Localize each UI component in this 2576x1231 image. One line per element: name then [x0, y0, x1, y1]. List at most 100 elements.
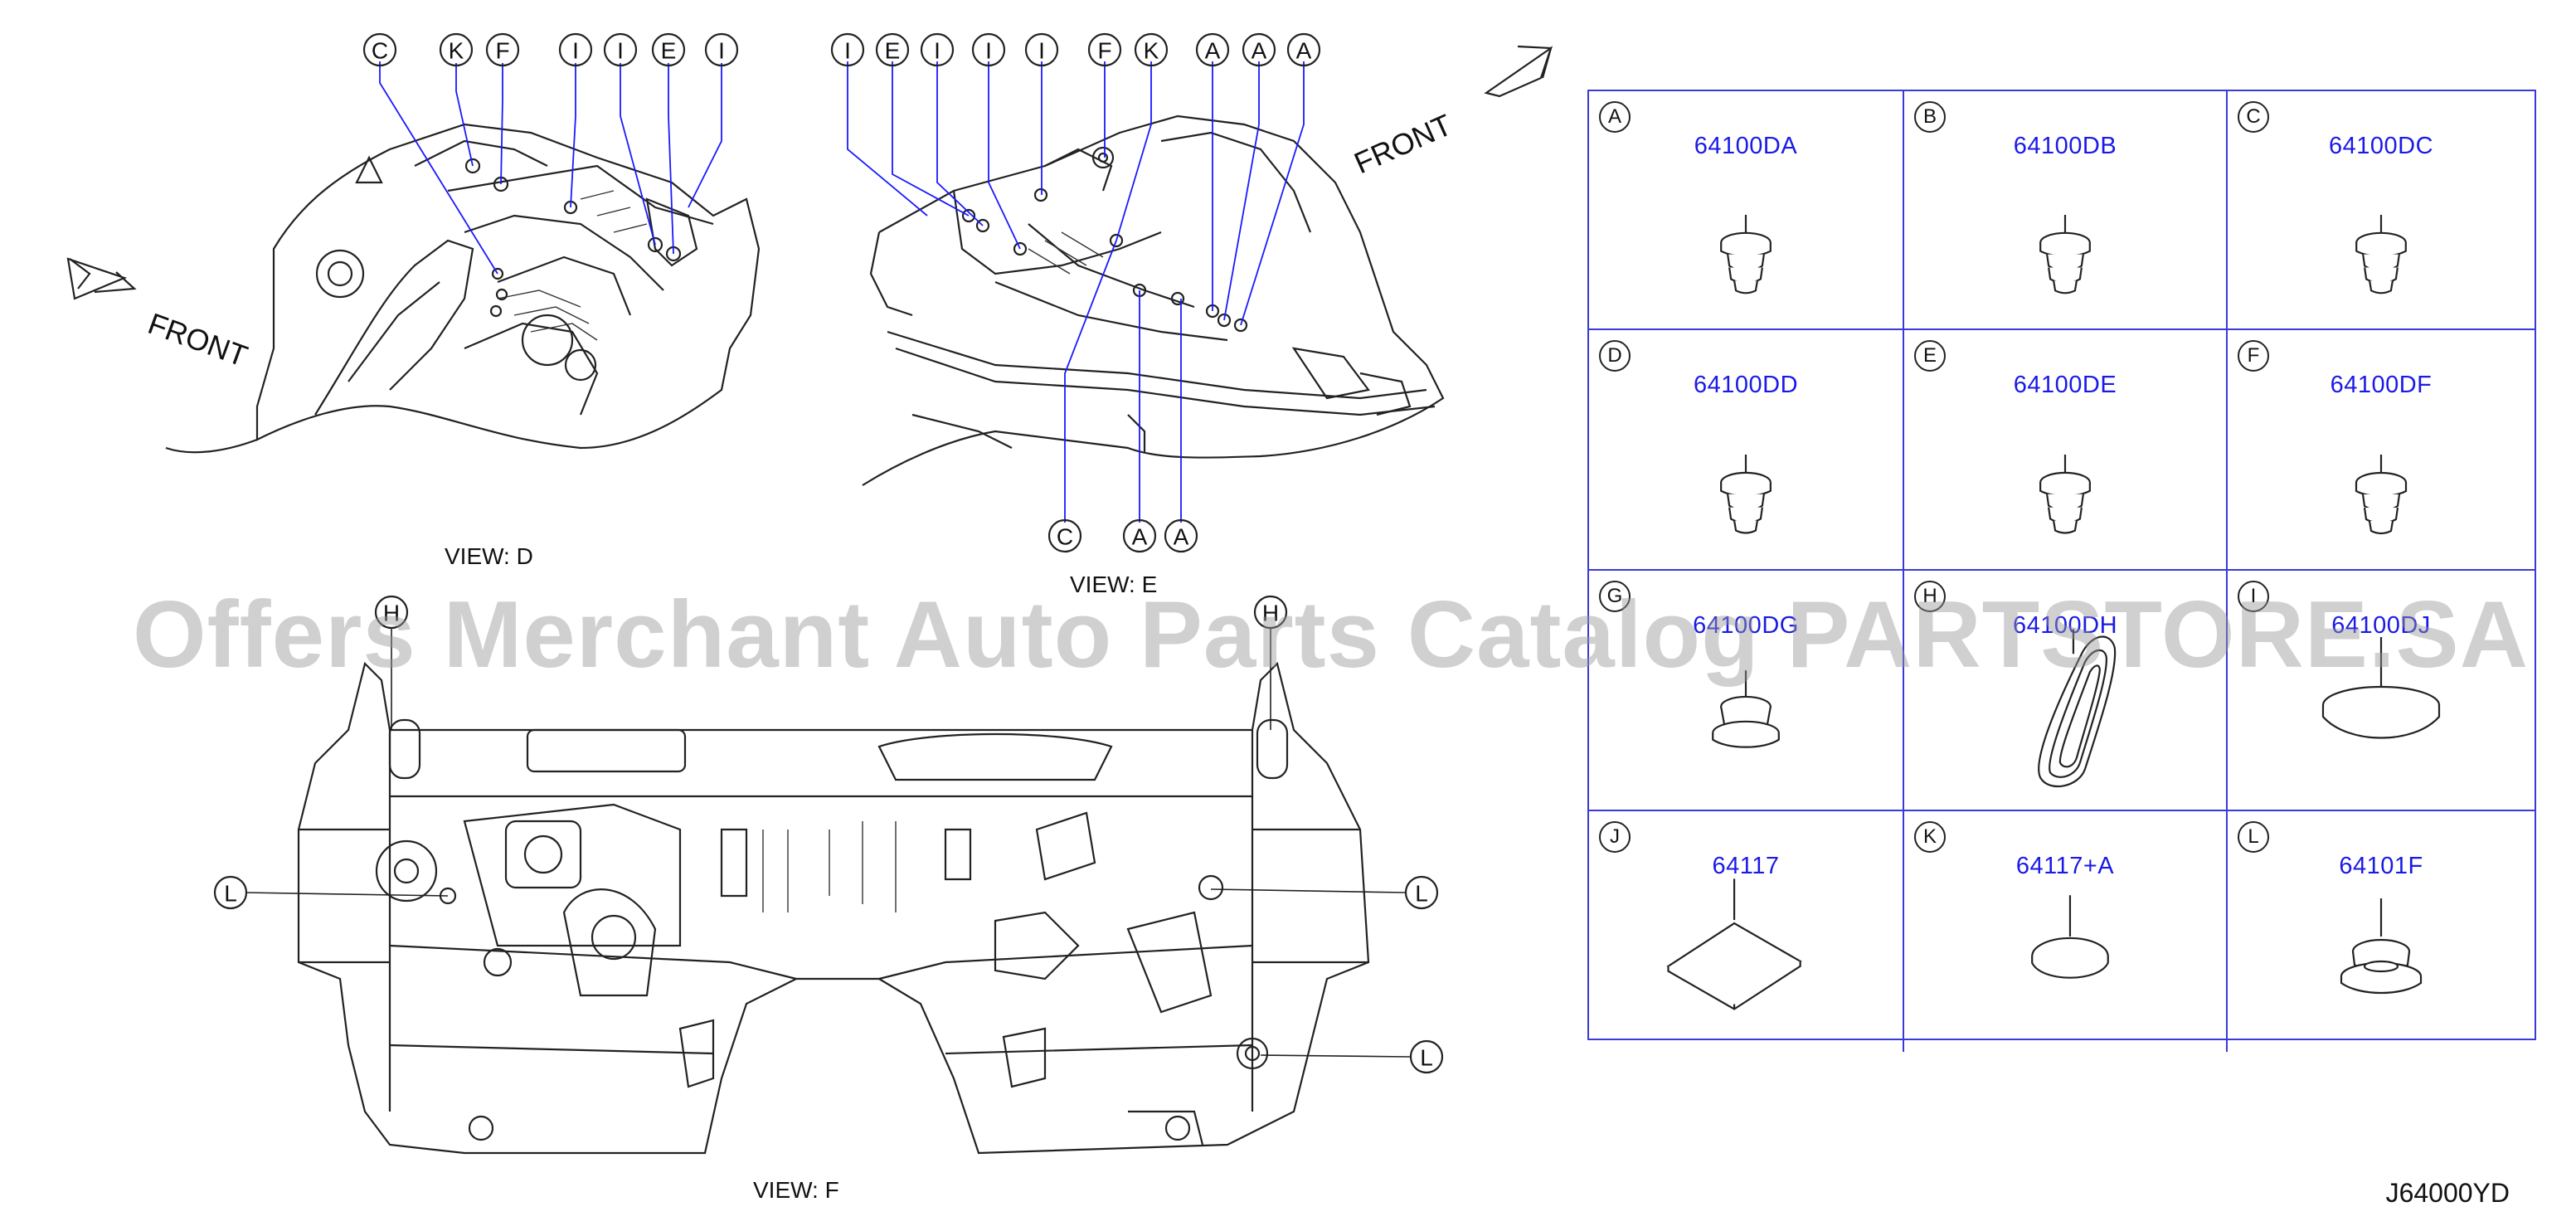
part-number: 64117 — [1712, 853, 1780, 879]
view-e-callouts: I E I I I F K A A A C A A — [830, 32, 1321, 553]
svg-text:A: A — [1296, 38, 1312, 64]
part-number: 64100DG — [1693, 612, 1799, 639]
cap-plug-part-icon — [2340, 898, 2423, 995]
svg-text:L: L — [1415, 881, 1428, 907]
callout-bubble: F — [1087, 32, 1122, 67]
view-d-callouts: C K F I I E I — [362, 32, 739, 67]
clip-part-icon — [1720, 214, 1772, 294]
callout-bubble: E — [651, 32, 686, 67]
svg-text:K: K — [449, 38, 464, 64]
diagram-code: J64000YD — [2385, 1178, 2510, 1208]
svg-text:A: A — [1174, 524, 1189, 550]
svg-text:E: E — [885, 38, 901, 64]
part-number: 64100DB — [2013, 133, 2117, 159]
part-letter: K — [1914, 821, 1946, 853]
clip-part-icon — [1720, 454, 1772, 534]
pad-part-icon — [1666, 878, 1802, 1010]
part-letter: G — [1599, 581, 1631, 612]
part-number: 64100DE — [2013, 372, 2117, 398]
svg-text:H: H — [383, 601, 400, 626]
svg-text:K: K — [1144, 38, 1159, 64]
view-d-illustration: FRONT — [66, 61, 761, 454]
callout-bubble: I — [920, 32, 955, 67]
part-cell-d[interactable]: D 64100DD — [1589, 330, 1904, 571]
clip-part-icon — [2039, 454, 2091, 534]
callout-bubble: C — [1047, 518, 1082, 553]
view-e-front-label: FRONT — [1349, 107, 1457, 180]
part-letter: D — [1599, 340, 1631, 372]
part-number: 64100DH — [2012, 612, 2118, 639]
callout-bubble: I — [830, 32, 865, 67]
part-letter: F — [2238, 340, 2269, 372]
part-letter: A — [1599, 101, 1631, 133]
callout-bubble: I — [1024, 32, 1059, 67]
flat-disc-part-icon — [2031, 895, 2109, 979]
grommet-part-icon — [2038, 629, 2117, 787]
part-cell-h[interactable]: H 64100DH — [1904, 571, 2228, 811]
callout-bubble: A — [1286, 32, 1321, 67]
svg-text:E: E — [661, 38, 677, 64]
part-number: 64101F — [2339, 853, 2423, 879]
svg-text:A: A — [1132, 524, 1148, 550]
callout-bubble: H — [374, 595, 409, 630]
svg-text:C: C — [1057, 524, 1073, 550]
front-arrow-icon — [66, 257, 137, 300]
callout-bubble: C — [362, 32, 397, 67]
part-cell-a[interactable]: A 64100DA — [1589, 91, 1904, 330]
callout-bubble: F — [485, 32, 520, 67]
part-number: 64100DA — [1694, 133, 1798, 159]
part-number: 64100DF — [2330, 372, 2433, 398]
part-letter: H — [1914, 581, 1946, 612]
clip-part-icon — [2355, 455, 2408, 535]
part-number: 64100DD — [1693, 372, 1799, 398]
callout-bubble: A — [1242, 32, 1276, 67]
svg-text:C: C — [372, 38, 388, 64]
callout-bubble: I — [558, 32, 593, 67]
part-number: 64100DC — [2328, 133, 2434, 159]
callout-bubble: L — [213, 875, 248, 910]
part-cell-j[interactable]: J 64117 — [1589, 811, 1904, 1052]
clip-part-icon — [2039, 214, 2091, 294]
svg-text:I: I — [844, 38, 851, 64]
part-letter: I — [2238, 581, 2269, 612]
callout-bubble: H — [1253, 595, 1288, 630]
part-letter: E — [1914, 340, 1946, 372]
svg-text:I: I — [718, 38, 725, 64]
callout-bubble: K — [439, 32, 474, 67]
watermark: Offers Merchant Auto Parts Catalog PARTS… — [133, 582, 2529, 688]
part-cell-c[interactable]: C 64100DC — [2228, 91, 2535, 330]
view-f-label: VIEW: F — [753, 1177, 839, 1203]
view-e-label: VIEW: E — [1070, 572, 1157, 597]
part-cell-e[interactable]: E 64100DE — [1904, 330, 2228, 571]
svg-text:F: F — [495, 38, 509, 64]
svg-text:F: F — [1097, 38, 1111, 64]
svg-text:I: I — [1038, 38, 1045, 64]
svg-text:I: I — [617, 38, 624, 64]
view-e-illustration: FRONT — [847, 45, 1553, 523]
callout-bubble: A — [1195, 32, 1230, 67]
svg-text:I: I — [934, 38, 940, 64]
clip-part-icon — [2355, 214, 2407, 294]
part-cell-f[interactable]: F 64100DF — [2228, 330, 2535, 571]
part-letter: L — [2238, 821, 2269, 853]
callout-bubble: E — [875, 32, 910, 67]
part-letter: J — [1599, 821, 1631, 853]
svg-text:L: L — [1420, 1045, 1433, 1071]
part-cell-g[interactable]: G 64100DG — [1589, 571, 1904, 811]
svg-text:I: I — [985, 38, 992, 64]
part-letter: C — [2238, 101, 2269, 133]
svg-text:I: I — [572, 38, 579, 64]
view-f-illustration — [245, 627, 1411, 1155]
part-cell-l[interactable]: L 64101F — [2228, 811, 2535, 1052]
part-cell-k[interactable]: K 64117+A — [1904, 811, 2228, 1052]
view-f-callouts: H H L L L — [213, 595, 1444, 1074]
disc-part-icon — [2321, 637, 2441, 739]
callout-bubble: L — [1409, 1039, 1444, 1074]
part-number: 64117+A — [2015, 853, 2115, 879]
svg-text:L: L — [224, 881, 237, 907]
callout-bubble: I — [971, 32, 1006, 67]
